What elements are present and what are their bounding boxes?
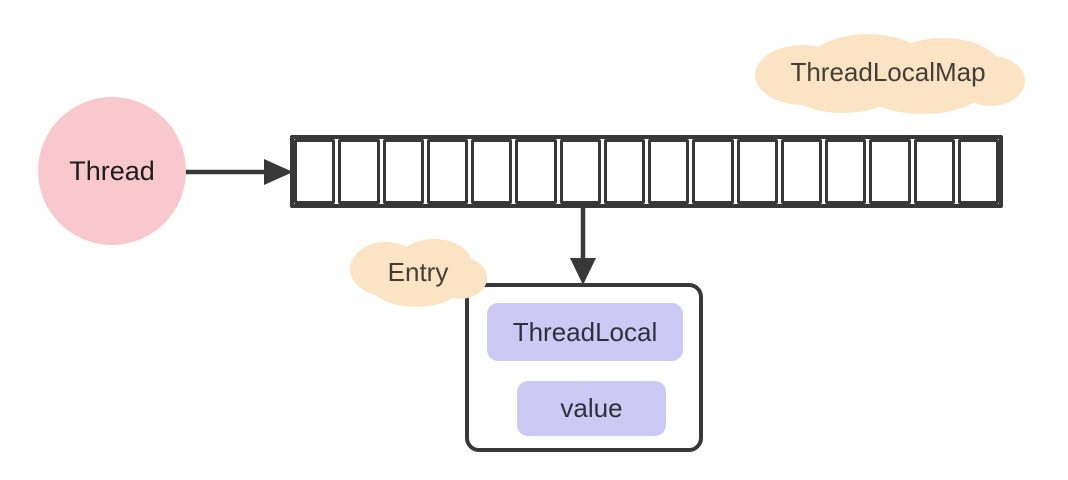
- threadlocalmap-array: [290, 135, 1003, 208]
- entry-field-threadlocal: ThreadLocal: [487, 303, 683, 361]
- entry-field-threadlocal-label: ThreadLocal: [512, 316, 658, 347]
- array-slot: [559, 139, 601, 204]
- entry-field-value-label: value: [560, 393, 623, 423]
- array-slot: [780, 139, 822, 204]
- array-slot: [338, 139, 380, 204]
- array-slot: [869, 139, 911, 204]
- array-slot: [603, 139, 645, 204]
- array-slot: [471, 139, 513, 204]
- array-to-entry-arrow: [570, 206, 596, 285]
- threadlocalmap-cloud-label: ThreadLocalMap: [790, 57, 986, 87]
- thread-to-array-arrow: [184, 159, 293, 185]
- entry-cloud-label: Entry: [387, 256, 449, 287]
- array-slot: [957, 139, 999, 204]
- array-slot: [382, 139, 424, 204]
- entry-cloud: Entry: [346, 231, 490, 313]
- array-slot: [825, 139, 867, 204]
- cloud-shape: [755, 34, 1025, 114]
- threadlocalmap-cloud: ThreadLocalMap: [748, 25, 1028, 120]
- entry-box: ThreadLocal value: [465, 283, 703, 452]
- thread-label: Thread: [69, 155, 155, 186]
- array-slot: [294, 139, 336, 204]
- array-slot: [913, 139, 955, 204]
- array-slot: [426, 139, 468, 204]
- entry-field-value: value: [517, 381, 666, 436]
- array-slot: [515, 139, 557, 204]
- array-slot: [692, 139, 734, 204]
- array-slot: [648, 139, 690, 204]
- array-slot: [736, 139, 778, 204]
- cloud-shape: [350, 239, 487, 307]
- thread-node: Thread: [38, 97, 186, 245]
